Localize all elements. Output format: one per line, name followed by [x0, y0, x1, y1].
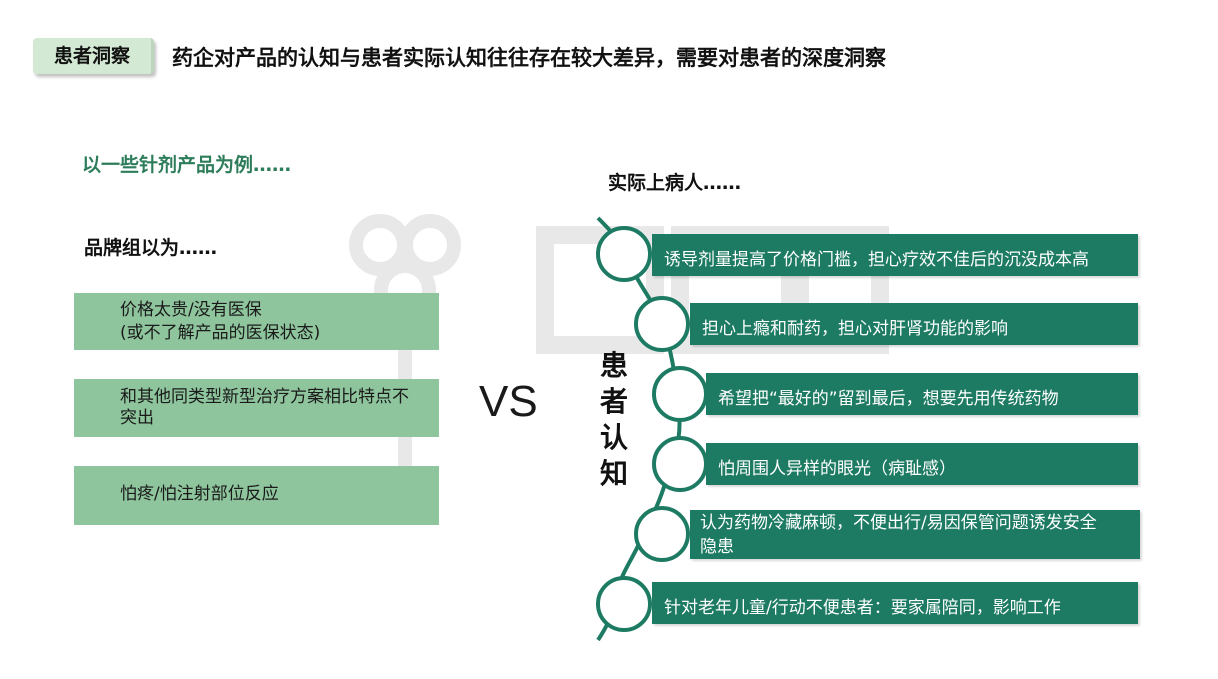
brand-belief-line2: (或不了解产品的医保状态): [120, 323, 321, 343]
left-heading: 以一些针剂产品为例……: [82, 154, 292, 176]
patient-concern-bar: 认为药物冷藏麻顿，不便出行/易因保管问题诱发安全 隐患: [690, 510, 1140, 559]
patient-concern-bar: 怕周围人异样的眼光（病耻感）: [706, 443, 1138, 485]
brand-belief-line1: 价格太贵/没有医保: [120, 300, 262, 320]
patient-concern-text: 诱导剂量提高了价格门槛，担心疗效不佳后的沉没成本高: [664, 250, 1089, 270]
patient-concern-bar: 希望把“最好的”留到最后，想要先用传统药物: [706, 373, 1138, 415]
patient-concern-bar: 担心上瘾和耐药，担心对肝肾功能的影响: [690, 303, 1138, 345]
vs-label: VS: [479, 377, 538, 426]
brand-belief-box: 怕疼/怕注射部位反应: [74, 466, 439, 525]
brand-belief-line1: 怕疼/怕注射部位反应: [120, 484, 279, 504]
section-tag: 患者洞察: [33, 38, 154, 74]
brand-belief-line2: 突出: [120, 408, 154, 428]
patient-concern-text: 希望把“最好的”留到最后，想要先用传统药物: [718, 389, 1059, 409]
brand-belief-box: 和其他同类型新型治疗方案相比特点不 突出: [74, 379, 439, 437]
bullet-circle: [652, 436, 708, 492]
brand-belief-line1: 和其他同类型新型治疗方案相比特点不: [120, 387, 409, 407]
vertical-char: 者: [599, 385, 628, 418]
patient-concern-text-line2: 隐患: [700, 537, 734, 557]
patient-concern-text: 怕周围人异样的眼光（病耻感）: [718, 459, 956, 479]
bullet-circle: [596, 226, 652, 282]
brand-belief-box: 价格太贵/没有医保 (或不了解产品的医保状态): [74, 293, 439, 350]
vertical-char: 患: [599, 349, 628, 382]
patient-concern-bar: 诱导剂量提高了价格门槛，担心疗效不佳后的沉没成本高: [652, 234, 1138, 276]
vertical-char: 知: [599, 457, 628, 490]
patient-concern-text: 认为药物冷藏麻顿，不便出行/易因保管问题诱发安全: [700, 513, 1097, 533]
bullet-circle: [596, 576, 652, 632]
patient-concern-text: 担心上瘾和耐药，担心对肝肾功能的影响: [702, 319, 1008, 339]
patient-concern-text: 针对老年儿童/行动不便患者：要家属陪同，影响工作: [664, 598, 1061, 618]
patient-cognition-label: 患 者 认 知: [597, 348, 631, 492]
right-heading: 实际上病人……: [608, 172, 742, 194]
page-title: 药企对产品的认知与患者实际认知往往存在较大差异，需要对患者的深度洞察: [172, 46, 886, 70]
brand-heading: 品牌组以为……: [84, 237, 218, 259]
watermark-logo: [349, 214, 889, 485]
vertical-char: 认: [599, 421, 628, 454]
bullet-circle: [634, 296, 690, 352]
patient-concern-bar: 针对老年儿童/行动不便患者：要家属陪同，影响工作: [652, 582, 1138, 624]
bullet-circle: [652, 366, 708, 422]
bullet-circle: [634, 506, 690, 562]
